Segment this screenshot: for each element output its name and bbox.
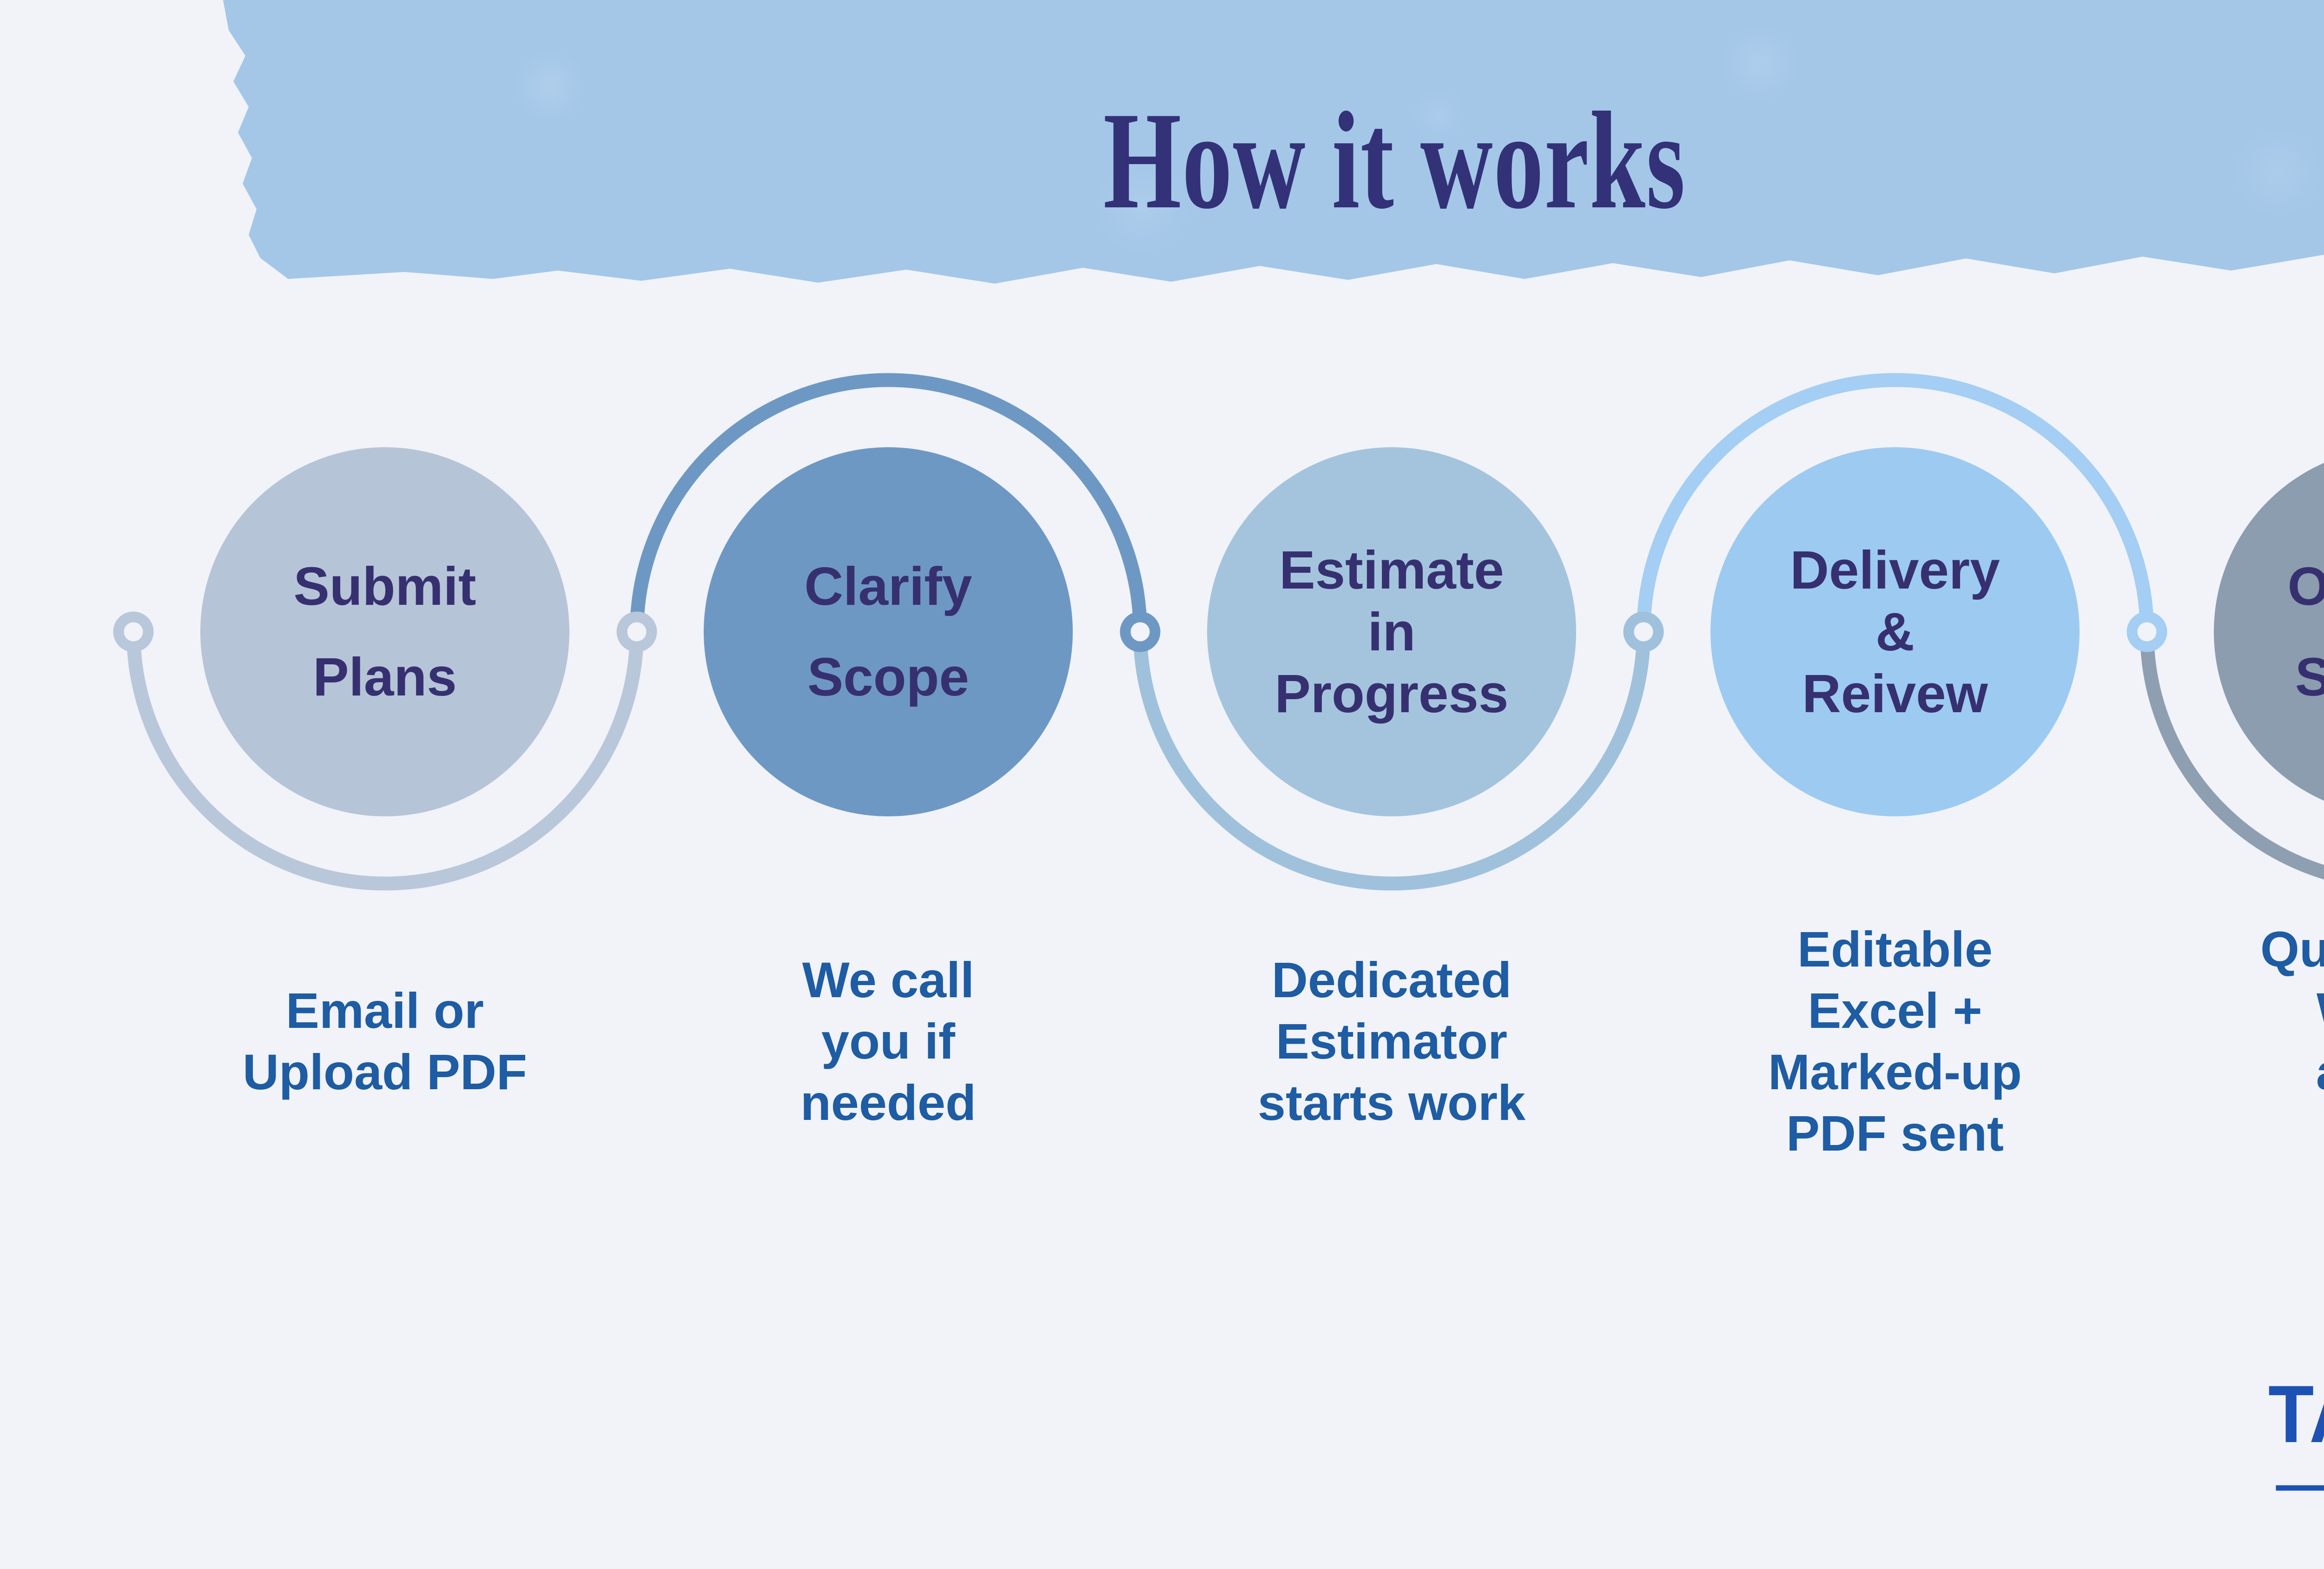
step-circle-1: Submit Plans	[200, 447, 569, 816]
step-3-caption-text: Dedicated Estimator starts work	[1257, 952, 1526, 1131]
step-5-label: Ongoing Support	[2287, 556, 2324, 707]
arc-over-step-2	[630, 373, 1147, 632]
step-caption-5: Questions? We are always here.	[2166, 911, 2324, 1172]
title-row: How it works	[0, 91, 2324, 230]
step-caption-3: Dedicated Estimator starts work	[1159, 911, 1624, 1172]
logo-tagline: ON DEMAND	[2268, 1468, 2324, 1505]
title-banner-brushstroke	[223, 0, 2324, 284]
step-caption-4: Editable Excel + Marked-up PDF sent	[1663, 911, 2127, 1172]
node-ring-3	[1120, 611, 1161, 652]
step-1-caption-text: Email or Upload PDF	[243, 982, 527, 1100]
step-4-label: Delivery & Reivew	[1790, 539, 2000, 724]
logo-wordmark: TAKE-OFFS	[2268, 1369, 2324, 1460]
step-circle-4: Delivery & Reivew	[1710, 447, 2080, 816]
node-ring-2	[616, 611, 657, 652]
step-circle-2: Clarify Scope	[704, 447, 1073, 816]
arc-over-step-4	[1637, 373, 2154, 632]
arc-under-step-1	[126, 631, 644, 891]
step-circle-3: Estimate in Progress	[1207, 447, 1576, 816]
page-title: How it works	[1103, 83, 1686, 238]
step-5-caption-text: Questions? We are always here.	[2260, 921, 2324, 1100]
step-3-label: Estimate in Progress	[1274, 539, 1509, 724]
logo: TAKE-OFFS ON DEMAND	[2268, 1374, 2324, 1505]
node-ring-5	[2126, 611, 2167, 652]
arc-under-step-5	[2140, 631, 2324, 880]
arc-under-step-3	[1133, 631, 1651, 891]
step-caption-2: We call you if needed	[656, 911, 1121, 1172]
step-1-label: Submit Plans	[293, 556, 476, 707]
node-ring-1	[113, 611, 154, 652]
node-ring-4	[1623, 611, 1664, 652]
step-4-caption-text: Editable Excel + Marked-up PDF sent	[1768, 921, 2022, 1161]
step-2-caption-text: We call you if needed	[800, 952, 977, 1131]
step-caption-1: Email or Upload PDF	[152, 911, 617, 1172]
step-2-label: Clarify Scope	[804, 556, 972, 707]
right-arrow-icon	[2276, 1485, 2324, 1491]
